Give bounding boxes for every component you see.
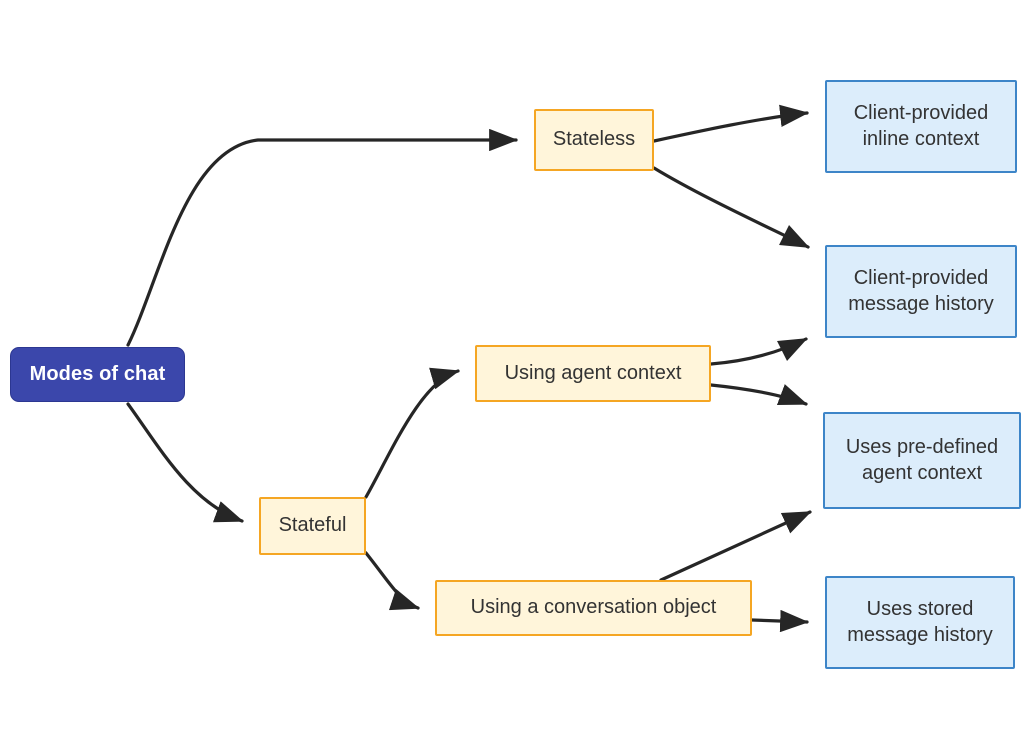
node-label: Modes of chat bbox=[29, 362, 166, 385]
node-using-agent-context[interactable]: Using agent context bbox=[475, 345, 711, 402]
node-client-provided-inline-context[interactable]: Client-provided inline context bbox=[825, 80, 1017, 173]
node-modes-of-chat[interactable]: Modes of chat bbox=[10, 347, 185, 402]
node-label: Client-provided inline context bbox=[853, 101, 989, 150]
node-label: Uses stored message history bbox=[847, 597, 993, 646]
edge-conversation_object-to-stored_message_history bbox=[750, 609, 809, 633]
node-label: Stateless bbox=[552, 128, 636, 151]
node-label: Using a conversation object bbox=[470, 596, 717, 619]
edge-agent_context-to-message_history bbox=[709, 337, 808, 366]
edge-stateful-to-conversation_object bbox=[364, 551, 420, 611]
node-uses-pre-defined-agent-context[interactable]: Uses pre-defined agent context bbox=[823, 412, 1021, 509]
edge-stateful-to-agent_context bbox=[364, 367, 460, 499]
node-label: Client-provided message history bbox=[848, 266, 994, 315]
node-label: Uses pre-defined agent context bbox=[845, 435, 999, 484]
edge-agent_context-to-predefined_agent_context bbox=[709, 383, 808, 406]
edge-root-to-stateful bbox=[126, 402, 244, 523]
node-label: Stateful bbox=[278, 514, 347, 537]
node-stateful[interactable]: Stateful bbox=[259, 497, 366, 555]
edge-root-to-stateless bbox=[126, 128, 518, 347]
node-using-a-conversation-object[interactable]: Using a conversation object bbox=[435, 580, 752, 636]
node-client-provided-message-history[interactable]: Client-provided message history bbox=[825, 245, 1017, 338]
edge-conversation_object-to-predefined_agent_context bbox=[659, 510, 812, 582]
node-stateless[interactable]: Stateless bbox=[534, 109, 654, 171]
edge-stateless-to-inline_context bbox=[652, 104, 809, 143]
node-label: Using agent context bbox=[504, 361, 682, 384]
node-uses-stored-message-history[interactable]: Uses stored message history bbox=[825, 576, 1015, 669]
edge-stateless-to-message_history bbox=[652, 166, 810, 249]
